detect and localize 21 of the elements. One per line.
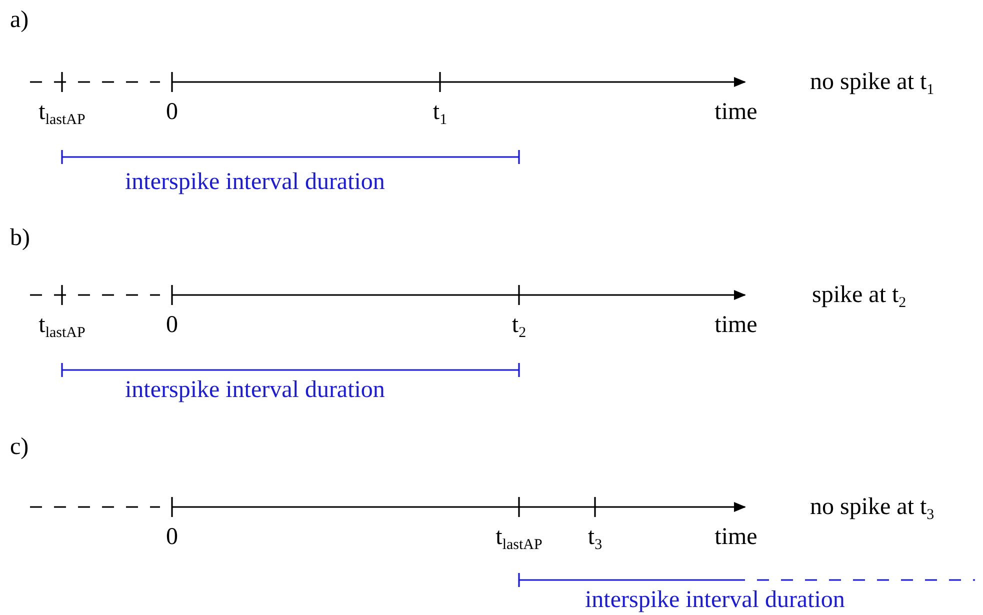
axis-label: time — [714, 100, 758, 124]
tick-label: t$_{3}$ — [588, 525, 602, 549]
tick-label: 0 — [166, 525, 178, 549]
tick-label: t$_{lastAP}$ — [496, 525, 542, 549]
tick-label: t$_{lastAP}$ — [38, 313, 86, 337]
status-text: no spike at t$_{3}$ — [810, 495, 934, 519]
tick-label: t$_{lastAP}$ — [38, 100, 86, 124]
axis-label: time — [714, 525, 758, 549]
interval-label: interspike interval duration — [125, 170, 385, 194]
tick-label: 0 — [166, 313, 178, 337]
tick-label: 0 — [166, 100, 178, 124]
interval-label: interspike interval duration — [125, 378, 385, 402]
panel-label: a) — [10, 8, 29, 32]
axis-label: time — [714, 313, 758, 337]
status-text: spike at t$_{2}$ — [812, 283, 906, 307]
panel-label: b) — [10, 226, 30, 250]
interval-label: interspike interval duration — [585, 588, 845, 612]
tick-label: t$_{2}$ — [512, 313, 526, 337]
panel-label: c) — [10, 435, 29, 459]
tick-label: t$_{1}$ — [432, 100, 448, 124]
status-text: no spike at t$_{1}$ — [810, 70, 934, 94]
